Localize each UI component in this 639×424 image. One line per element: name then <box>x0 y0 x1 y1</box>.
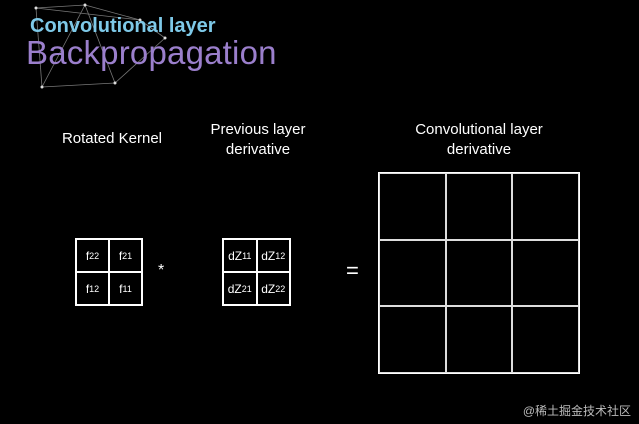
conv-layer-label-line2: derivative <box>384 140 574 160</box>
watermark: @稀土掘金技术社区 <box>523 402 631 419</box>
derivative-cell-base: dZ <box>261 249 275 263</box>
result-cell <box>379 240 446 307</box>
previous-layer-derivative-label: Previous layer derivative <box>190 120 326 160</box>
conv-layer-label-line1: Convolutional layer <box>384 120 574 140</box>
result-cell <box>512 240 579 307</box>
result-cell <box>446 306 513 373</box>
result-cell <box>446 173 513 240</box>
conv-layer-derivative-label: Convolutional layer derivative <box>384 120 574 160</box>
rotated-kernel-label: Rotated Kernel <box>40 129 184 149</box>
result-cell <box>379 306 446 373</box>
result-cell <box>446 240 513 307</box>
derivative-cell-base: dZ <box>228 282 242 296</box>
derivative-cell-base: dZ <box>261 282 275 296</box>
equals-operator: = <box>346 258 359 284</box>
slide-title: Backpropagation <box>26 34 277 72</box>
derivative-cell-base: dZ <box>228 249 242 263</box>
result-cell <box>512 173 579 240</box>
result-cell <box>379 173 446 240</box>
previous-layer-label-line1: Previous layer <box>190 120 326 140</box>
conv-layer-derivative-matrix <box>378 172 580 374</box>
result-cell <box>512 306 579 373</box>
multiply-operator: * <box>158 262 164 280</box>
previous-layer-label-line2: derivative <box>190 140 326 160</box>
kernel-cell-base: f <box>119 282 122 296</box>
rotated-kernel-label-text: Rotated Kernel <box>62 130 162 147</box>
